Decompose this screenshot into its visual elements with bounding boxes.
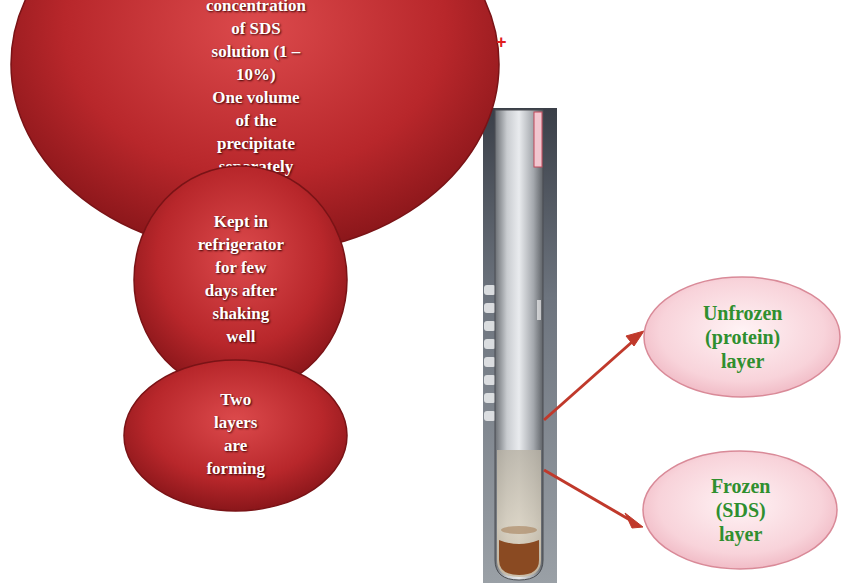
plus-sign: + [496, 33, 507, 51]
callout-ellipse: Frozen (SDS) layer [642, 450, 838, 570]
node-text: Unfrozen (protein) layer [702, 301, 783, 373]
node-text: Frozen (SDS) layer [710, 474, 771, 546]
node-text: Two layers are forming [206, 389, 266, 481]
node-text: Kept in refrigerator for few days after … [197, 211, 285, 349]
node-text: One volume of the precipitate separately [205, 87, 307, 179]
node-text: Two volumes of each concentration of SDS… [205, 0, 307, 87]
callout-ellipse: Unfrozen (protein) layer [643, 276, 841, 398]
ellipse-outline [123, 359, 348, 512]
result-ellipse: Two layers are forming [123, 359, 348, 512]
